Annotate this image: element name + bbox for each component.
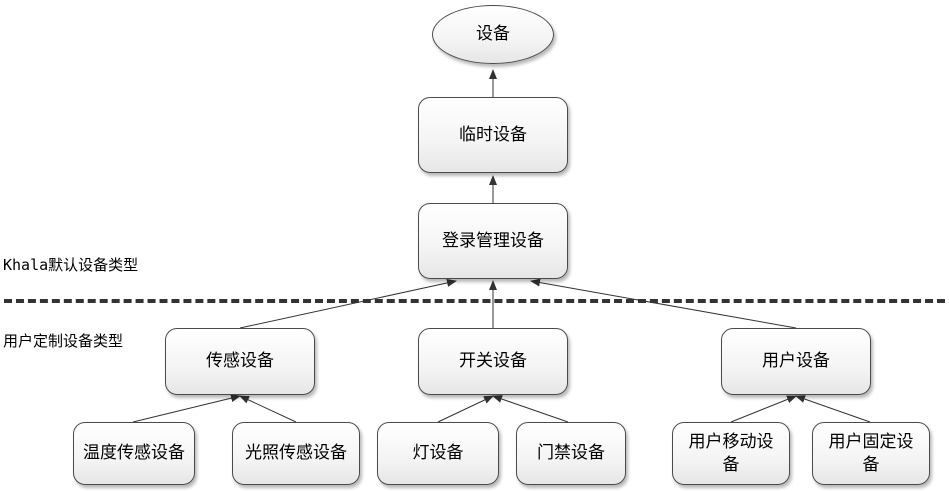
node-switch-device-label: 开关设备 — [459, 351, 527, 372]
node-temp-device[interactable]: 临时设备 — [418, 97, 568, 173]
node-user-device[interactable]: 用户设备 — [721, 328, 871, 395]
node-lamp-device-label: 灯设备 — [412, 443, 464, 464]
node-light-sensor-device-label: 光照传感设备 — [245, 443, 347, 464]
node-sensor-device-label: 传感设备 — [206, 351, 274, 372]
khala-suffix: 默认设备类型 — [48, 256, 139, 274]
node-device-label: 设备 — [476, 24, 510, 45]
edge-mobile-to-user — [730, 395, 797, 423]
node-user-device-label: 用户设备 — [762, 351, 830, 372]
node-temp-sensor-device[interactable]: 温度传感设备 — [73, 422, 195, 485]
node-user-mobile-device[interactable]: 用户移动设 备 — [672, 422, 790, 485]
node-door-access-device[interactable]: 门禁设备 — [516, 422, 626, 485]
node-lamp-device[interactable]: 灯设备 — [377, 422, 499, 485]
node-user-fixed-device-label-line2: 备 — [862, 454, 880, 475]
layer-divider — [4, 299, 945, 303]
edge-light-sensor-to-sensor — [239, 395, 297, 423]
node-device[interactable]: 设备 — [432, 5, 554, 64]
edge-fixed-to-user — [795, 395, 871, 423]
node-user-mobile-device-label-line2: 备 — [722, 454, 740, 475]
node-login-mgmt-device-label: 登录管理设备 — [442, 230, 544, 251]
edge-sensor-to-login — [239, 279, 457, 329]
node-temp-device-label: 临时设备 — [459, 124, 527, 145]
node-user-fixed-device[interactable]: 用户固定设 备 — [812, 422, 930, 485]
node-login-mgmt-device[interactable]: 登录管理设备 — [418, 203, 568, 279]
node-user-fixed-device-label-line1: 用户固定设 — [828, 431, 914, 452]
node-temp-sensor-device-label: 温度传感设备 — [83, 443, 185, 464]
node-switch-device[interactable]: 开关设备 — [418, 328, 568, 395]
node-light-sensor-device[interactable]: 光照传感设备 — [232, 422, 360, 485]
edge-door-to-switch — [492, 395, 569, 423]
khala-default-types-label: Khala默认设备类型 — [3, 254, 138, 275]
edge-temp-sensor-to-sensor — [132, 394, 241, 423]
edge-lamp-to-switch — [437, 395, 494, 423]
user-custom-types-label: 用户定制设备类型 — [3, 332, 124, 350]
node-sensor-device[interactable]: 传感设备 — [165, 328, 315, 395]
edge-user-to-login — [530, 278, 797, 329]
node-user-mobile-device-label-line1: 用户移动设 — [688, 431, 774, 452]
khala-prefix: Khala — [3, 256, 49, 274]
node-door-access-device-label: 门禁设备 — [537, 443, 605, 464]
